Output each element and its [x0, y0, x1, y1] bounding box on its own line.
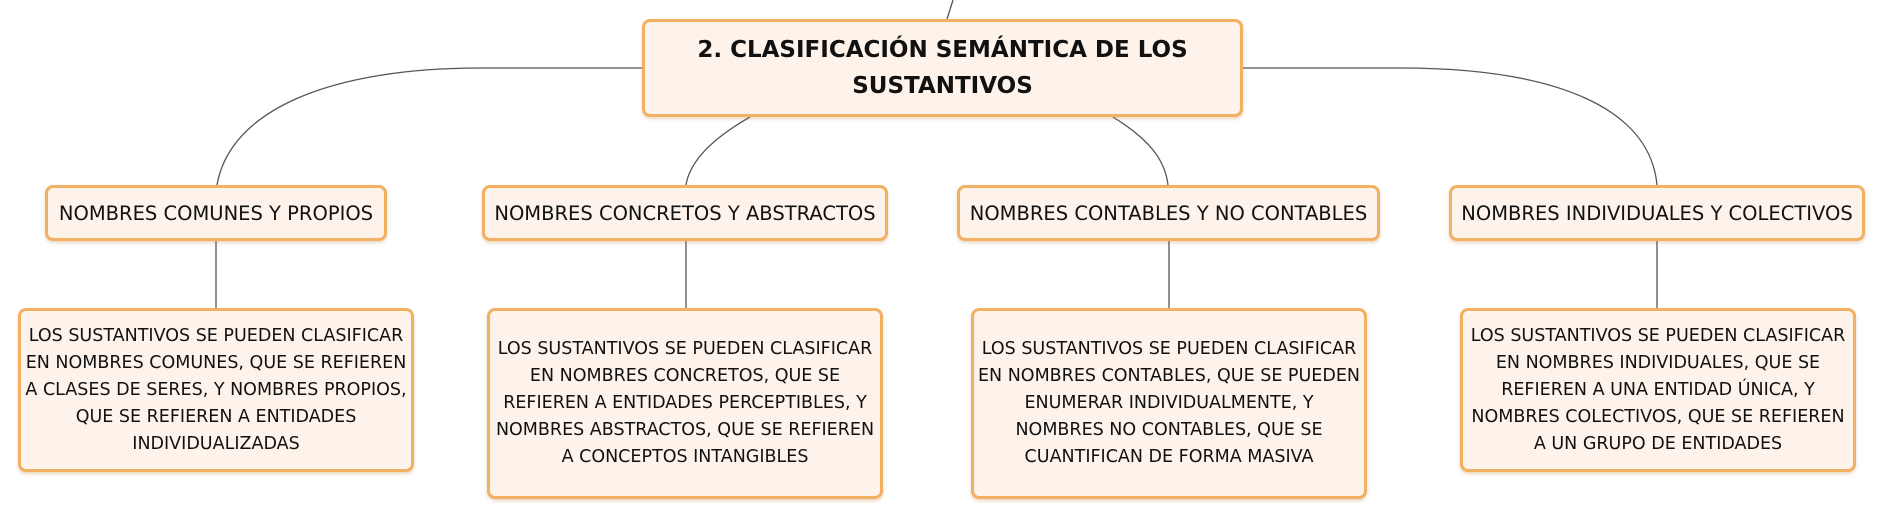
description-node-individuales-colectivos[interactable]: LOS SUSTANTIVOS SE PUEDEN CLASIFICAR EN … [1460, 308, 1856, 472]
description-node-comunes-propios[interactable]: LOS SUSTANTIVOS SE PUEDEN CLASIFICAR EN … [18, 308, 414, 472]
branch-node-individuales-colectivos[interactable]: NOMBRES INDIVIDUALES Y COLECTIVOS [1449, 185, 1865, 241]
description-text: LOS SUSTANTIVOS SE PUEDEN CLASIFICAR EN … [25, 325, 407, 454]
branch-label: NOMBRES INDIVIDUALES Y COLECTIVOS [1461, 201, 1853, 225]
connector-root-to-branch-1 [216, 67, 642, 186]
branch-node-concretos-abstractos[interactable]: NOMBRES CONCRETOS Y ABSTRACTOS [482, 185, 888, 241]
branch-label: NOMBRES CONCRETOS Y ABSTRACTOS [494, 201, 876, 225]
description-text: LOS SUSTANTIVOS SE PUEDEN CLASIFICAR EN … [495, 339, 875, 467]
root-node-title: 2. CLASIFICACIÓN SEMÁNTICA DE LOS SUSTAN… [697, 37, 1188, 99]
root-node[interactable]: 2. CLASIFICACIÓN SEMÁNTICA DE LOS SUSTAN… [642, 19, 1243, 117]
branch-node-comunes-propios[interactable]: NOMBRES COMUNES Y PROPIOS [45, 185, 387, 241]
branch-label: NOMBRES CONTABLES Y NO CONTABLES [969, 201, 1368, 225]
connector-root-to-branch-4 [1243, 67, 1658, 186]
branch-node-contables-no-contables[interactable]: NOMBRES CONTABLES Y NO CONTABLES [957, 185, 1380, 241]
connector-root-to-branch-2 [685, 116, 751, 186]
description-node-concretos-abstractos[interactable]: LOS SUSTANTIVOS SE PUEDEN CLASIFICAR EN … [487, 308, 883, 499]
description-text: LOS SUSTANTIVOS SE PUEDEN CLASIFICAR EN … [978, 339, 1360, 467]
branch-label: NOMBRES COMUNES Y PROPIOS [58, 201, 374, 225]
connector-root-to-branch-3 [1112, 116, 1169, 186]
description-text: LOS SUSTANTIVOS SE PUEDEN CLASIFICAR EN … [1470, 325, 1846, 454]
description-node-contables-no-contables[interactable]: LOS SUSTANTIVOS SE PUEDEN CLASIFICAR EN … [971, 308, 1367, 499]
connector-parent-to-root [946, 0, 954, 20]
